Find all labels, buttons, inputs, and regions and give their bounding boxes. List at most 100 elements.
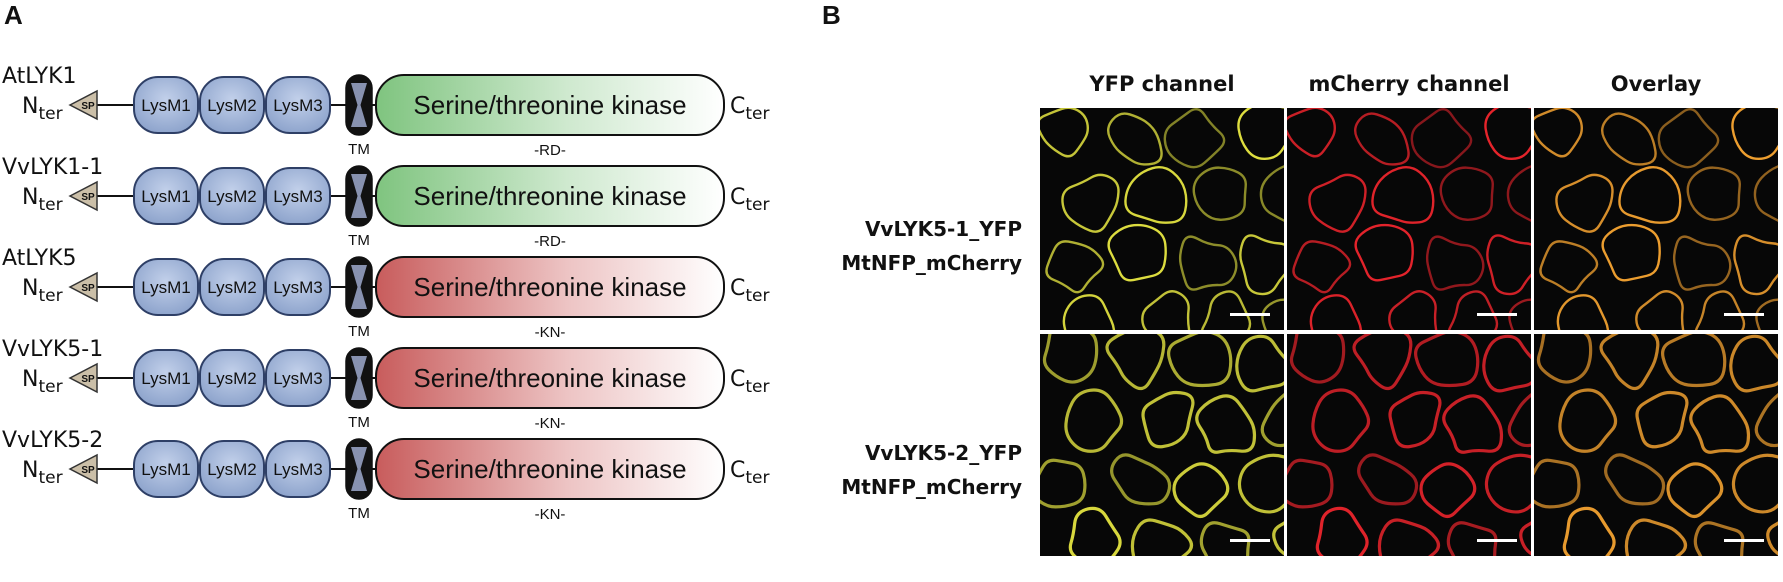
cell-outline [1200, 290, 1252, 330]
kinase-motif-label: -KN- [535, 506, 566, 523]
cell-outline [1536, 334, 1593, 384]
cell-outline [1661, 334, 1727, 388]
cell-outline [1141, 290, 1191, 330]
cell-outline [1195, 394, 1257, 454]
scale-bar [1724, 313, 1764, 316]
lysm-domain [133, 349, 199, 407]
cell-outline [1534, 458, 1581, 509]
column-header-yfp: YFP channel [1089, 72, 1235, 96]
signal-peptide [68, 362, 98, 394]
cell-outline [1163, 108, 1226, 169]
cell-outline [1693, 521, 1745, 556]
row-label-2: VvLYK5-2_YFP MtNFP_mCherry [780, 436, 1022, 504]
lysm-domain [133, 167, 199, 225]
lysm-label: LysM1 [141, 96, 190, 115]
cell-outline [1272, 521, 1284, 556]
lysm-label: LysM1 [141, 278, 190, 297]
kinase-motif-label: -KN- [535, 415, 566, 432]
lysm-domain [265, 440, 331, 498]
lysm-label: LysM2 [207, 369, 256, 388]
lysm-label: LysM2 [207, 96, 256, 115]
cell-outline [1600, 112, 1657, 166]
cell-outline [1410, 108, 1473, 169]
cell-outline [1694, 290, 1746, 330]
tm-label: TM [348, 141, 370, 158]
signal-peptide-label: SP [81, 283, 95, 294]
cell-outline [1311, 388, 1371, 453]
cell-outline [1558, 388, 1618, 453]
row-label-2-line1: VvLYK5-2_YFP [864, 441, 1022, 465]
transmembrane-helix-icon [351, 83, 367, 127]
cell-outline [1260, 392, 1284, 448]
cell-outline [1042, 334, 1099, 384]
signal-peptide [68, 453, 98, 485]
cell-outline [1446, 521, 1498, 556]
cell-outline [1289, 334, 1346, 384]
transmembrane-helix-icon [351, 265, 367, 309]
cell-outline [1107, 223, 1167, 282]
cell-outline [1292, 240, 1352, 294]
cell-outline [1672, 235, 1732, 291]
kinase-label: Serine/threonine kinase [413, 363, 686, 393]
cell-outline [1766, 521, 1778, 556]
tm-label: TM [348, 323, 370, 340]
cell-outline [1731, 108, 1778, 161]
tm-label: TM [348, 505, 370, 522]
row-label-1-line1: VvLYK5-1_YFP [864, 217, 1022, 241]
cell-outline [1045, 240, 1105, 294]
cell-outline [1192, 166, 1247, 221]
cell-outline [1040, 108, 1089, 158]
column-header-mcherry: mCherry channel [1308, 72, 1510, 96]
signal-peptide [68, 89, 98, 121]
lysm-domain [265, 167, 331, 225]
cell-outline [1439, 166, 1494, 221]
lysm-label: LysM1 [141, 187, 190, 206]
lysm-domain [133, 258, 199, 316]
micrograph-row2-mcherry [1287, 334, 1531, 556]
kinase-motif-label: -RD- [534, 142, 566, 159]
cell-outline [1239, 234, 1284, 296]
cell-outline [1172, 462, 1230, 519]
cell-outline [1657, 108, 1720, 169]
n-terminus-label: Nter [22, 367, 63, 397]
cell-outline [1110, 453, 1172, 506]
cell-outline [1308, 173, 1367, 233]
lysm-label: LysM3 [273, 278, 322, 297]
cell-outline [1388, 290, 1438, 330]
kinase-domain [375, 347, 725, 409]
protein-name: VvLYK5-1 [2, 337, 103, 362]
micrograph-background [1287, 334, 1531, 556]
cell-outline [1261, 298, 1284, 330]
cell-outline [1388, 390, 1442, 449]
cell-outline [1414, 334, 1480, 388]
cell-outline [1534, 108, 1583, 158]
cell-outline [1731, 453, 1778, 514]
cell-outline [1124, 166, 1188, 224]
row-label-1: VvLYK5-1_YFP MtNFP_mCherry [780, 212, 1022, 280]
kinase-motif-label: -RD- [534, 233, 566, 250]
signal-peptide-label: SP [81, 101, 95, 112]
signal-peptide [68, 180, 98, 212]
scale-bar [1724, 539, 1764, 542]
cell-outline [1753, 165, 1778, 222]
cell-outline [1689, 394, 1751, 454]
cell-outline [1068, 506, 1122, 556]
protein-name: AtLYK1 [2, 64, 77, 89]
cell-outline [1353, 112, 1410, 166]
lysm-domain [133, 440, 199, 498]
signal-peptide [68, 271, 98, 303]
cell-outline [1486, 234, 1531, 296]
n-terminus-label: Nter [22, 185, 63, 215]
lysm-label: LysM3 [273, 187, 322, 206]
tm-label: TM [348, 414, 370, 431]
signal-peptide-label: SP [81, 374, 95, 385]
cell-outline [1371, 166, 1435, 224]
cell-outline [1259, 165, 1284, 222]
cell-outline [1519, 521, 1531, 556]
cell-outline [1635, 290, 1685, 330]
micrograph-row1-overlay [1534, 108, 1778, 330]
kinase-domain [375, 438, 725, 500]
